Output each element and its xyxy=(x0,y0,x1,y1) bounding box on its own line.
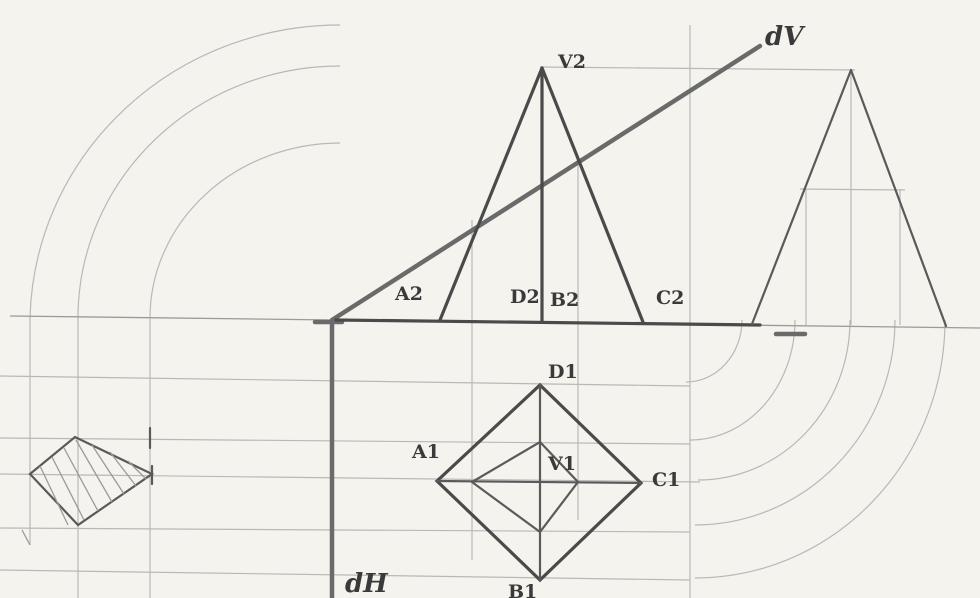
label-v2: V2 xyxy=(557,51,586,73)
point-labels: dV V2 A2 D2 B2 C2 D1 A1 C1 V1 B1 dH xyxy=(345,22,806,598)
top-view-pyramid xyxy=(434,382,644,583)
front-view-pyramid xyxy=(334,66,762,327)
projection-lines xyxy=(0,25,980,598)
label-v1: V1 xyxy=(547,453,576,475)
label-dv: dV xyxy=(765,22,806,52)
construction-arcs xyxy=(29,24,946,579)
label-c1: C1 xyxy=(652,469,680,491)
label-d1: D1 xyxy=(548,361,578,383)
label-a1: A1 xyxy=(411,441,440,463)
label-a2: A2 xyxy=(394,283,423,305)
label-b2: B2 xyxy=(550,289,579,311)
label-dh: dH xyxy=(345,569,389,598)
label-b1: B1 xyxy=(508,581,537,598)
plane-traces xyxy=(312,43,808,598)
true-shape-section xyxy=(21,426,155,546)
side-view-pyramid xyxy=(750,68,948,328)
label-c2: C2 xyxy=(656,287,684,309)
label-d2: D2 xyxy=(510,286,540,308)
